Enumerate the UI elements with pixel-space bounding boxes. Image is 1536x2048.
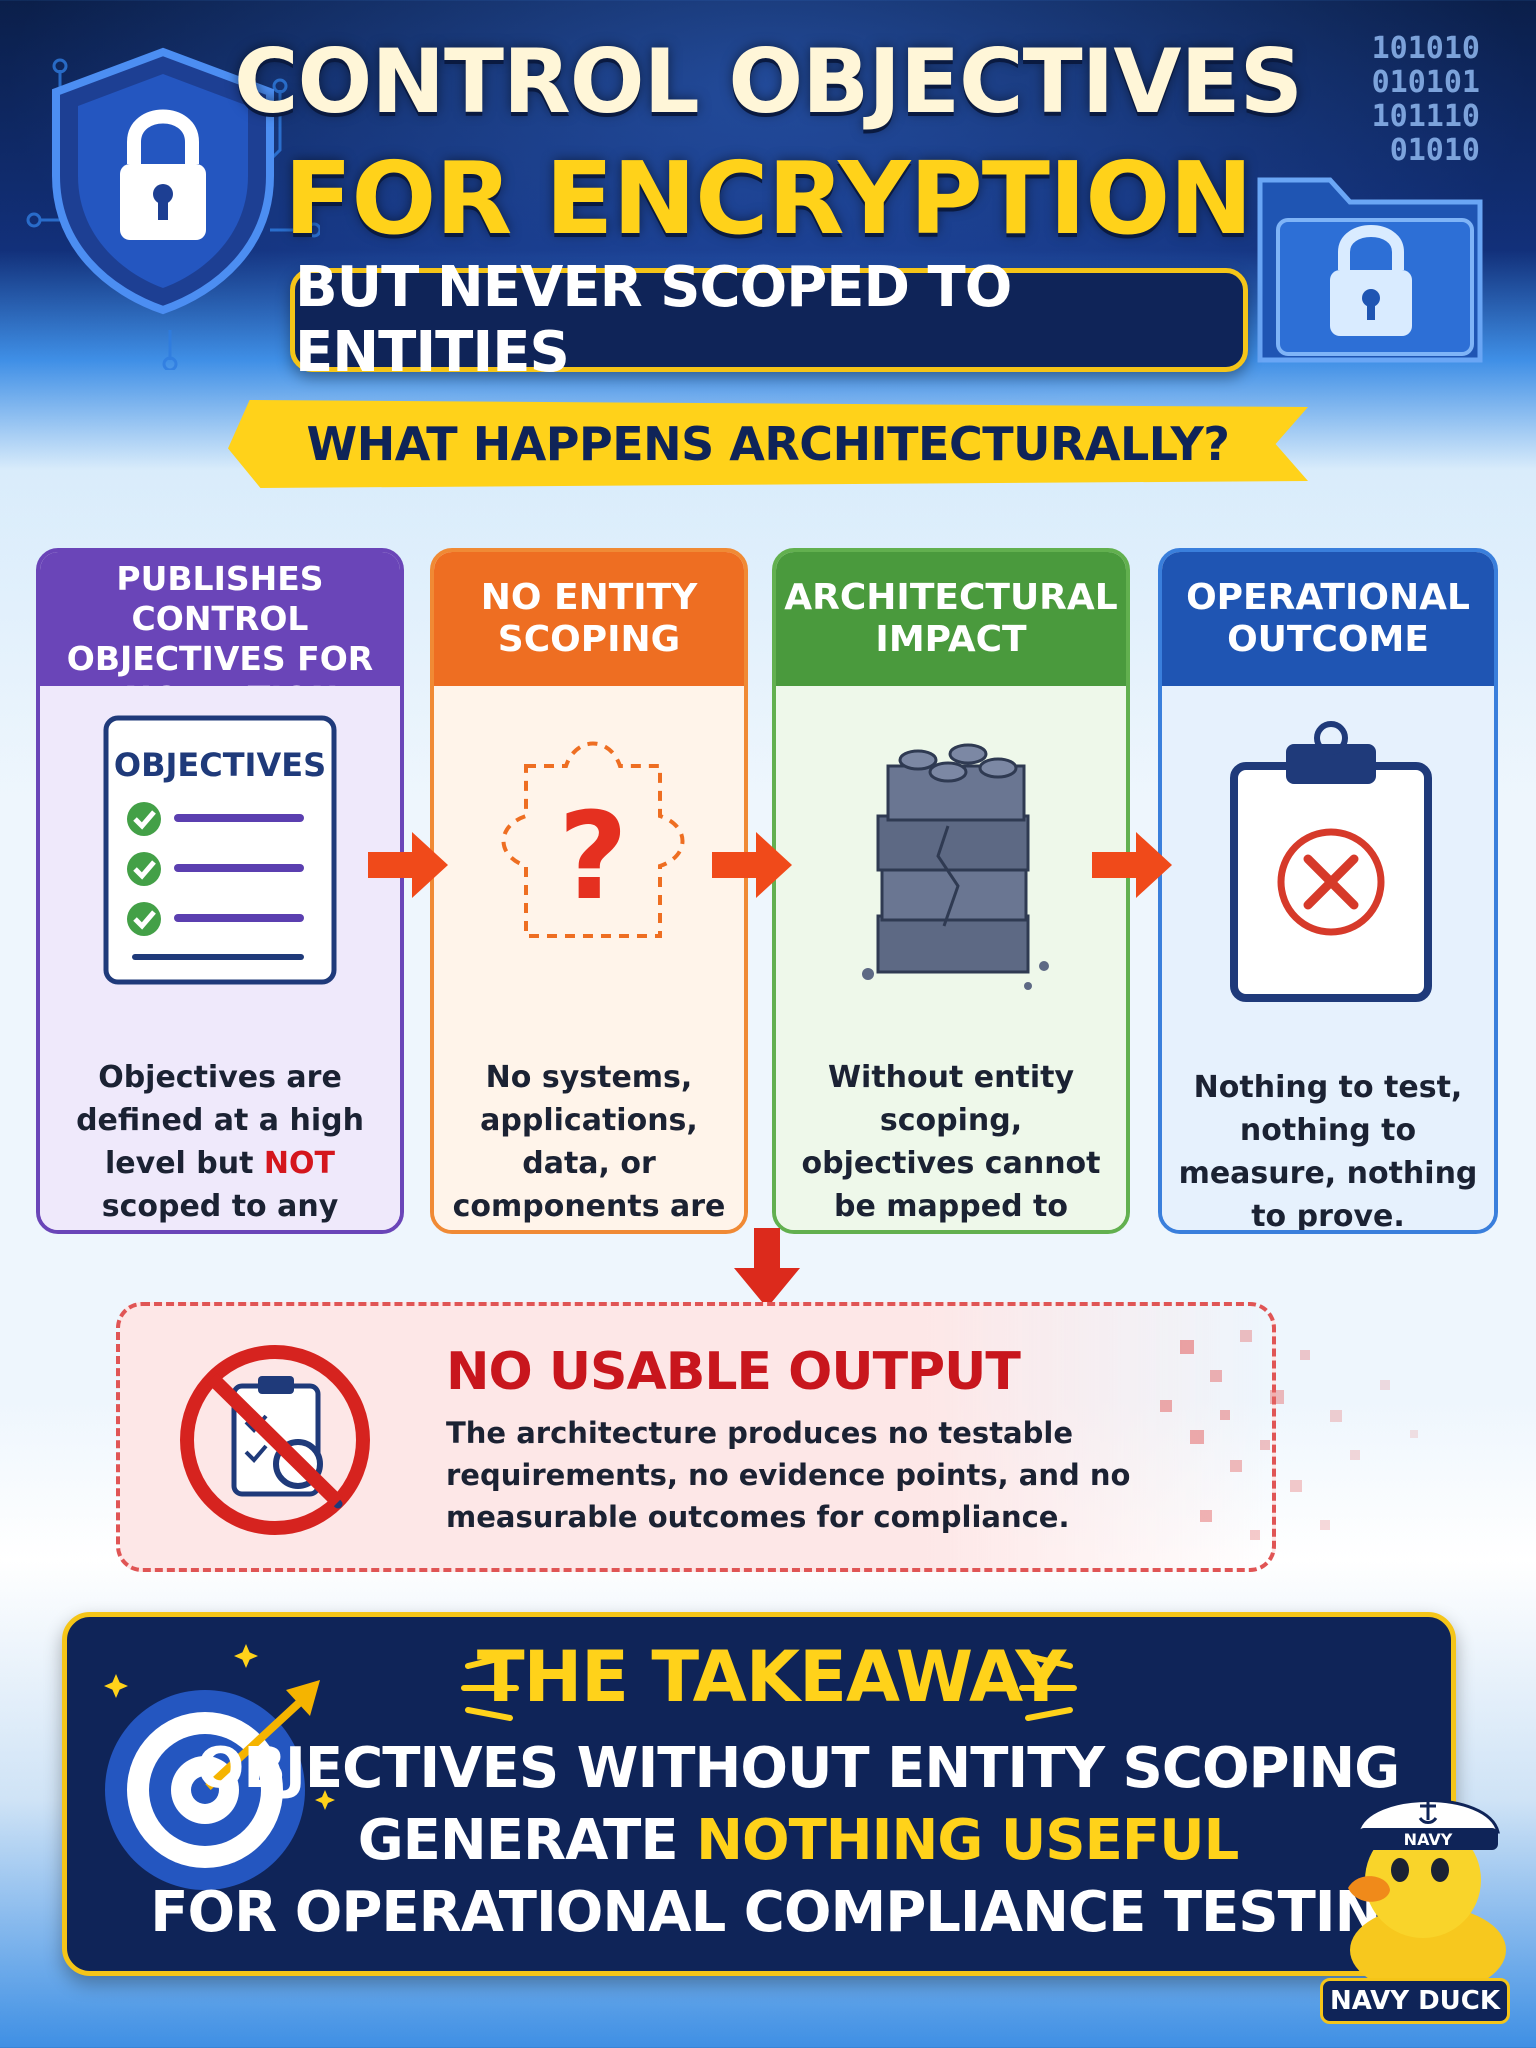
step-body: Without entity scoping, objectives canno… [776, 686, 1126, 1230]
objectives-document-icon: OBJECTIVES [103, 715, 337, 985]
no-usable-output-text: The architecture produces no testable re… [446, 1416, 1131, 1534]
objectives-icon-label: OBJECTIVES [114, 746, 326, 784]
title-line-1: CONTROL OBJECTIVES [233, 30, 1303, 133]
clipboard-fail-icon [1230, 721, 1432, 1002]
svg-text:?: ? [558, 788, 628, 927]
step-description: Objectives are defined at a high level b… [54, 1056, 386, 1230]
takeaway-line-1: OBJECTIVES WITHOUT ENTITY SCOPING [196, 1736, 1401, 1801]
step-description-part: Objectives are defined at a high level b… [76, 1060, 364, 1181]
question-banner: WHAT HAPPENS ARCHITECTURALLY? [228, 400, 1308, 488]
takeaway-line-2-text: GENERATE [357, 1808, 697, 1873]
step-card-architectural-impact: ARCHITECTURAL IMPACT Without entity scop… [772, 548, 1130, 1234]
step-title: OPERATIONAL OUTCOME [1162, 552, 1494, 686]
pixel-dissolve-decoration [1160, 1330, 1418, 1540]
step-body: OBJECTIVES Objectives are defined at a h… [40, 686, 400, 1230]
step-description-emphasis: NOT [263, 1146, 335, 1181]
step-card-operational-outcome: OPERATIONAL OUTCOME Nothing to test, not… [1158, 548, 1498, 1234]
arrow-right-icon [368, 832, 448, 898]
step-title: UTILITY PUBLISHES CONTROL OBJECTIVES FOR… [40, 552, 400, 718]
takeaway-line-2: GENERATE NOTHING USEFUL [30, 1808, 1536, 1873]
duck-cap-text: NAVY [1404, 1830, 1453, 1849]
step-description-part: scoped to any entities. [101, 1189, 339, 1224]
step-description: No systems, applications, data, or compo… [452, 1060, 726, 1224]
subtitle-box: BUT NEVER SCOPED TO ENTITIES [290, 255, 1248, 385]
step-card-no-scoping: NO ENTITY SCOPING ? No systems, applicat… [430, 548, 748, 1234]
title-line-2: FOR ENCRYPTION [284, 140, 1253, 257]
target-arrow-icon [104, 1644, 335, 1890]
shield-lock-icon [52, 47, 274, 315]
flourish-right-icon [1019, 1653, 1077, 1721]
folder-lock-icon [1257, 177, 1483, 363]
step-title: ARCHITECTURAL IMPACT [776, 552, 1126, 686]
takeaway-highlight: NOTHING USEFUL [696, 1808, 1239, 1873]
arrow-right-icon [712, 832, 792, 898]
navy-duck-mascot-icon: NAVY [1348, 1799, 1506, 1990]
flourish-left-icon [461, 1653, 519, 1721]
prohibited-clipboard-icon [180, 1345, 370, 1535]
step-description: Nothing to test, nothing to measure, not… [1178, 1070, 1478, 1234]
binary-line: 101010 [1371, 31, 1480, 66]
takeaway-line-3: FOR OPERATIONAL COMPLIANCE TESTING. [150, 1880, 1447, 1945]
question-mark-icon: ? [501, 741, 685, 938]
subtitle: BUT NEVER SCOPED TO ENTITIES [295, 255, 1012, 385]
step-body: ? No systems, applications, data, or com… [434, 686, 744, 1230]
binary-decoration: 101010 010101 101110 01010 [1372, 32, 1480, 168]
binary-line: 01010 [1389, 133, 1480, 168]
arrow-right-icon [1092, 832, 1172, 898]
step-card-objectives: UTILITY PUBLISHES CONTROL OBJECTIVES FOR… [36, 548, 404, 1234]
step-description: Without entity scoping, objectives canno… [801, 1060, 1101, 1224]
takeaway-title: THE TAKEAWAY [476, 1636, 1066, 1718]
navy-duck-label: NAVY DUCK [1320, 1978, 1510, 2024]
question-text: WHAT HAPPENS ARCHITECTURALLY? [306, 417, 1230, 471]
arrow-down-icon [734, 1228, 800, 1308]
no-usable-output-title: NO USABLE OUTPUT [446, 1342, 1021, 1402]
step-body: Nothing to test, nothing to measure, not… [1162, 686, 1494, 1230]
step-title: NO ENTITY SCOPING [434, 552, 744, 686]
binary-line: 101110 [1371, 99, 1480, 134]
binary-line: 010101 [1371, 65, 1480, 100]
broken-blocks-icon [862, 743, 1049, 990]
